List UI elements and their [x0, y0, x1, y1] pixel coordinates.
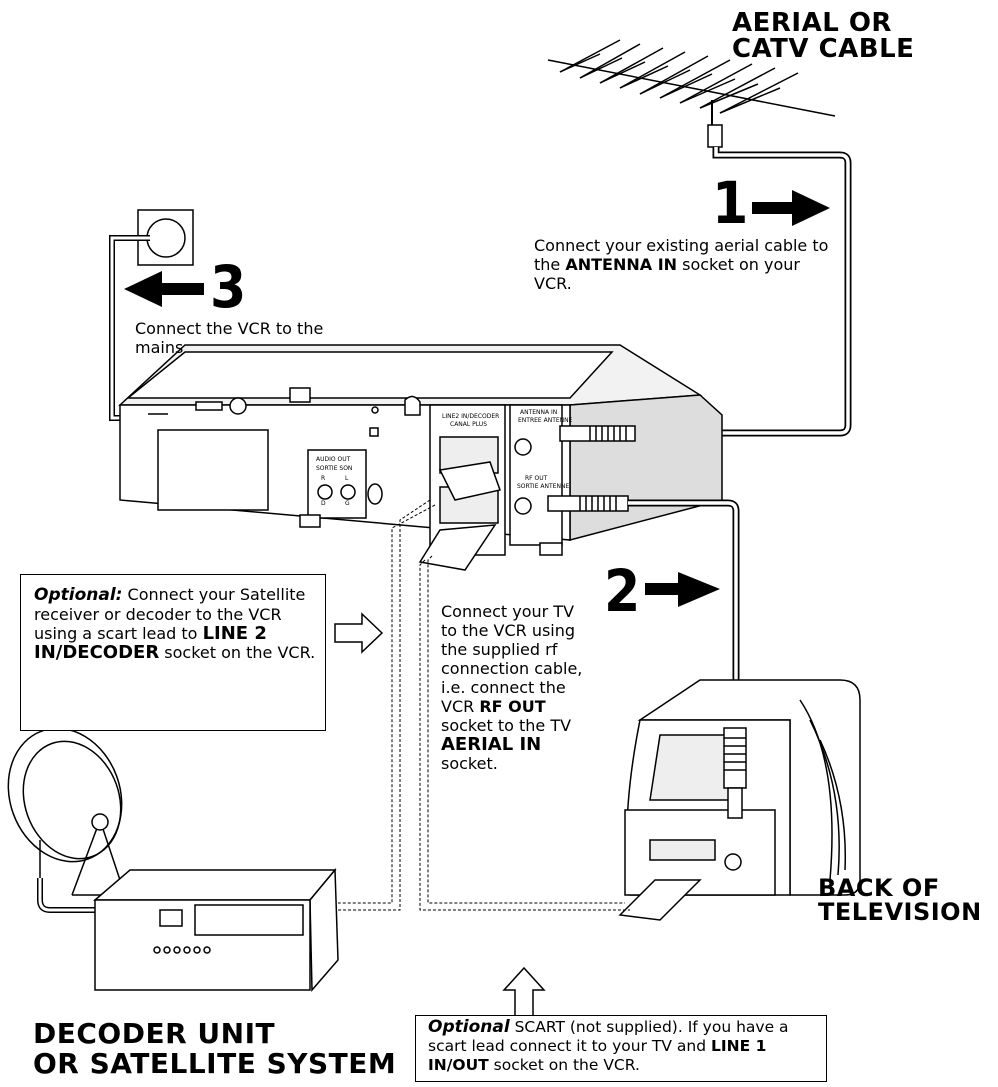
step-2-text-bold2: AERIAL IN [441, 734, 542, 755]
panel-l-label: L [345, 475, 349, 482]
arrow-step1-icon [752, 190, 830, 226]
step-1-text-bold: ANTENNA IN [565, 255, 678, 274]
optional-scart-text: Optional SCART (not supplied). If you ha… [428, 1018, 824, 1075]
optional-scart-post: socket on the VCR. [488, 1056, 640, 1074]
optional-scart-pre: SCART (not supplied). If you have a scar… [428, 1018, 789, 1055]
step-2-text: Connect your TV to the VCR using the sup… [441, 602, 589, 773]
optional-scart-lead: Optional [428, 1017, 510, 1037]
optional-satellite-text: Optional: Connect your Satellite receive… [34, 585, 322, 662]
rf-out-plug-icon [547, 495, 629, 512]
back-of-tv-title: BACK OF TELEVISION [818, 874, 982, 926]
mains-socket-icon [137, 209, 194, 266]
tv-scart-plug-icon [618, 879, 702, 921]
optional-satellite-post: socket on the VCR. [159, 643, 316, 662]
panel-sortie-label: SORTIE ANTENNE [517, 483, 569, 490]
step-2-text-bold1: RF OUT [479, 697, 546, 716]
step-1-text-pre: Connect your existing aerial cable to th… [534, 236, 829, 274]
vcr-scart-plug-upper-icon [438, 461, 501, 501]
decoder-box-icon [92, 868, 339, 992]
panel-audio-out-label: AUDIO OUT [316, 456, 351, 463]
panel-rf-out-label: RF OUT [525, 475, 548, 482]
step-1-text: Connect your existing aerial cable to th… [534, 236, 834, 293]
optional-scart-box [415, 1015, 827, 1082]
step-3-number: 3 [210, 253, 247, 321]
arrow-step3-icon [124, 271, 204, 307]
antenna-in-plug-icon [559, 425, 636, 442]
step-2-text-pre: Connect your TV to the VCR using the sup… [441, 602, 583, 716]
vcr-rear-panel [118, 344, 723, 556]
step-1-text-post: socket on your VCR. [534, 255, 800, 293]
panel-line2-label: LINE2 IN/DECODER [442, 413, 499, 420]
television-rear-icon [624, 679, 861, 896]
panel-antenna-in-label: ANTENNA IN [520, 409, 557, 416]
step-2-number: 2 [604, 557, 641, 625]
step-1-number: 1 [712, 169, 749, 237]
optional-scart-bold: LINE 1 IN/OUT [428, 1037, 767, 1074]
panel-r-label: R [321, 475, 325, 482]
optional-satellite-lead: Optional: [34, 585, 123, 605]
panel-g-label: G [345, 500, 350, 507]
decoder-title: DECODER UNIT OR SATELLITE SYSTEM [33, 1017, 397, 1080]
panel-canal-label: CANAL PLUS [450, 421, 487, 428]
step-2-text-post: socket. [441, 754, 498, 773]
satellite-dish-icon [7, 727, 126, 896]
scart-leads-dotted [338, 499, 630, 911]
optional-satellite-pre: Connect your Satellite receiver or decod… [34, 585, 306, 643]
tv-aerial-plug-icon [723, 727, 747, 819]
hollow-arrow-right-icon [334, 612, 384, 654]
panel-entree-label: ENTREE ANTENNE [518, 417, 573, 424]
hollow-arrow-up-icon [502, 966, 546, 1021]
arrow-step2-icon [645, 572, 720, 607]
step-3-text: Connect the VCR to the mains [135, 319, 324, 357]
optional-satellite-box [20, 574, 326, 731]
panel-d-label: D [321, 500, 326, 507]
step-2-text-mid: socket to the TV [441, 716, 572, 735]
panel-sortie-son-label: SORTIE SON [316, 465, 352, 472]
vcr-scart-plug-lower-icon [418, 524, 497, 571]
optional-satellite-bold: LINE 2 IN/DECODER [34, 623, 267, 663]
aerial-title: AERIAL OR CATV CABLE [732, 8, 915, 64]
dish-cable [37, 878, 95, 913]
